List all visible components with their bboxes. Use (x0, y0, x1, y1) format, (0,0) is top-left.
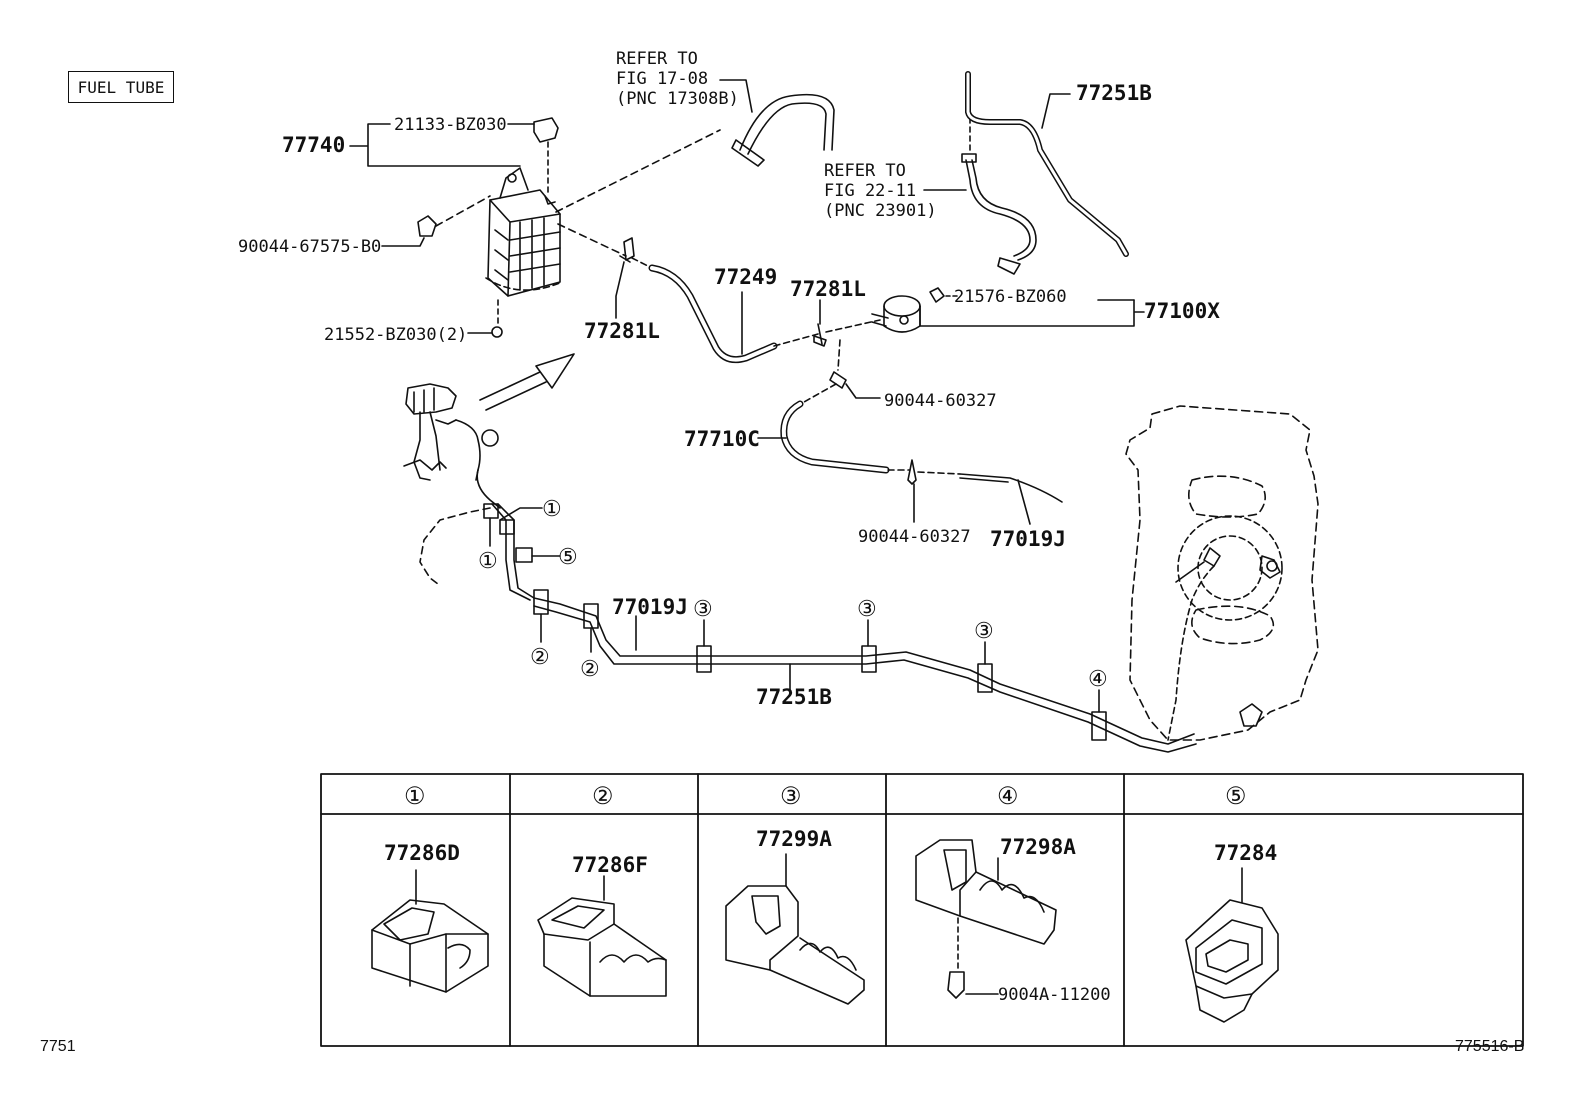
canister-cap-icon (533, 117, 559, 143)
label-90044-60327-upper: 90044-60327 (884, 391, 997, 411)
diagram-title: FUEL TUBE (68, 71, 174, 103)
vent-valve-77100X (871, 295, 921, 333)
label-77019J-right: 77019J (990, 527, 1066, 551)
charcoal-canister (485, 167, 563, 297)
tank-fitting-icon (1239, 703, 1263, 727)
clip-77298A-drawing (915, 839, 1057, 999)
table-header-1: ① (404, 782, 426, 810)
clip-77286D-drawing (371, 869, 489, 993)
marker-1-upper: ① (542, 497, 562, 522)
footer-left-code: 7751 (40, 1038, 76, 1055)
filler-bracket-assembly (403, 383, 501, 509)
marker-3-c: ③ (974, 619, 994, 644)
clip-marker-1a (483, 503, 499, 519)
hose-77249 (648, 264, 778, 364)
clip-77286F-drawing (537, 875, 667, 997)
marker-3-a: ③ (693, 597, 713, 622)
label-21133-BZ030: 21133-BZ030 (394, 115, 507, 135)
clip-marker-1b (499, 519, 515, 535)
clip-marker-2a (533, 589, 549, 615)
table-header-4: ④ (997, 782, 1019, 810)
hose-refer-17-08 (731, 93, 835, 167)
marker-2-right: ② (580, 657, 600, 682)
fuel-tank (1125, 405, 1319, 741)
clip-77299A-drawing (725, 853, 865, 1005)
label-77019J-main: 77019J (612, 595, 688, 619)
marker-4: ④ (1088, 667, 1108, 692)
label-77251B-top: 77251B (1076, 81, 1152, 105)
label-90044-67575-B0: 90044-67575-B0 (238, 237, 381, 257)
marker-5: ⑤ (558, 545, 578, 570)
table-part-77298A: 77298A (1000, 835, 1076, 859)
table-header-2: ② (592, 782, 614, 810)
marker-2-left: ② (530, 645, 550, 670)
label-77251B-main: 77251B (756, 685, 832, 709)
refer-22-11-note: REFER TO FIG 22-11 (PNC 23901) (824, 161, 937, 221)
clip-marker-3a (696, 645, 712, 673)
clamp-77281L-left (619, 237, 635, 263)
clip-90044-upper (829, 371, 847, 389)
svg-text:(PNC 17308B): (PNC 17308B) (616, 89, 739, 109)
clamp-77281L-right (813, 323, 827, 347)
hose-77710C (780, 400, 890, 474)
table-header-3: ③ (780, 782, 802, 810)
label-77281L-left: 77281L (584, 319, 660, 343)
label-77281L-right: 77281L (790, 277, 866, 301)
tube-77251B-main (533, 605, 1197, 753)
svg-text:(PNC 23901): (PNC 23901) (824, 201, 937, 221)
table-part-77286F: 77286F (572, 853, 648, 877)
svg-text:FIG 17-08: FIG 17-08 (616, 69, 708, 89)
canister-nut-icon (491, 326, 503, 338)
tube-77019J-right (959, 473, 1063, 503)
tube-77251B-top (965, 71, 1129, 257)
table-header-5: ⑤ (1225, 782, 1247, 810)
clip-marker-3b (861, 645, 877, 673)
detail-table-grid (320, 773, 1524, 1047)
marker-3-b: ③ (857, 597, 877, 622)
svg-text:REFER TO: REFER TO (616, 49, 698, 69)
vent-valve-part-icon (929, 287, 945, 303)
bolt-9004A-11200-icon (947, 971, 965, 999)
table-bolt-9004A-11200: 9004A-11200 (998, 985, 1111, 1005)
clip-77284-drawing (1185, 867, 1279, 1023)
table-part-77284: 77284 (1214, 841, 1277, 865)
label-77710C: 77710C (684, 427, 760, 451)
clip-90044-lower (907, 459, 917, 485)
label-77100X: 77100X (1144, 299, 1220, 323)
label-90044-60327-lower: 90044-60327 (858, 527, 971, 547)
direction-arrow (479, 353, 575, 411)
refer-17-08-note: REFER TO FIG 17-08 (PNC 17308B) (616, 49, 739, 109)
label-77249: 77249 (714, 265, 777, 289)
canister-screw-icon (417, 215, 437, 237)
clip-marker-5 (515, 547, 533, 563)
label-21552-BZ030: 21552-BZ030(2) (324, 325, 467, 345)
svg-text:FIG 22-11: FIG 22-11 (824, 181, 916, 201)
svg-text:REFER TO: REFER TO (824, 161, 906, 181)
label-77740: 77740 (282, 133, 345, 157)
fuel-pump-assembly (1167, 515, 1283, 741)
table-part-77299A: 77299A (756, 827, 832, 851)
label-21576-BZ060: 21576-BZ060 (954, 287, 1067, 307)
footer-right-code: 775516-B (1455, 1038, 1525, 1055)
marker-1-lower: ① (478, 549, 498, 574)
tube-refer-22-11 (961, 153, 1037, 275)
table-part-77286D: 77286D (384, 841, 460, 865)
